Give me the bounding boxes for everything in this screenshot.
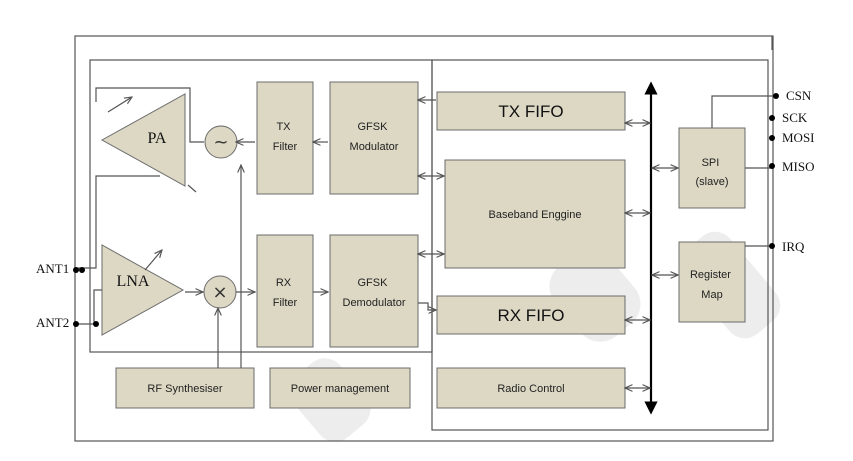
rx-filter-label-2: Filter — [273, 297, 298, 309]
pin-csn: CSN — [786, 88, 812, 103]
spi-block: SPI (slave) — [678, 127, 746, 209]
gfsk-modulator-label-2: Modulator — [350, 141, 399, 153]
pin-ant1: ANT1 — [36, 261, 69, 276]
pin-irq: IRQ — [782, 239, 805, 254]
mixer-block: × — [203, 275, 237, 309]
register-map-label-1: Register — [690, 269, 731, 281]
mixer-symbol: × — [212, 282, 227, 303]
svg-text:GFSK Modulator: GFSK Modulator — [350, 121, 399, 153]
tx-filter-label-1: TX — [276, 121, 291, 133]
rx-filter-block: RX Filter — [256, 234, 314, 348]
spi-label-1: SPI — [702, 157, 720, 169]
tx-filter-label-2: Filter — [273, 141, 298, 153]
lna-label: LNA — [117, 273, 150, 290]
rx-fifo-label: RX FIFO — [497, 306, 564, 325]
tx-fifo-label: TX FIFO — [498, 102, 563, 121]
pin-dots — [73, 93, 779, 327]
pin-sck: SCK — [782, 110, 808, 125]
digital-section-frame — [431, 59, 769, 431]
rf-synthesiser-block: RF Synthesiser — [115, 367, 255, 409]
baseband-engine-label: Baseband Enggine — [489, 209, 582, 221]
radio-control-label: Radio Control — [497, 383, 564, 395]
power-management-label: Power management — [291, 383, 389, 395]
spi-label-2: (slave) — [695, 176, 728, 188]
rx-fifo-block: RX FIFO — [436, 295, 626, 335]
pin-miso: MISO — [782, 159, 815, 174]
rx-filter-label-1: RX — [276, 277, 292, 289]
signal-wires — [74, 87, 774, 388]
register-map-block: Register Map — [678, 241, 746, 323]
oscillator-symbol: ~ — [213, 132, 228, 153]
pa-block: PA — [100, 93, 197, 193]
chip-outline — [74, 35, 774, 442]
register-map-label-2: Map — [701, 289, 722, 301]
svg-text:SPI (slave): SPI (slave) — [695, 157, 728, 188]
gfsk-demodulator-label-1: GFSK — [357, 277, 388, 289]
power-management-block: Power management — [269, 367, 411, 409]
gfsk-modulator-label-1: GFSK — [357, 121, 388, 133]
gfsk-modulator-block: GFSK Modulator — [329, 81, 419, 195]
baseband-engine-block: Baseband Enggine — [444, 159, 626, 269]
svg-text:Register Map: Register Map — [690, 269, 734, 301]
lna-block: LNA — [101, 244, 185, 336]
pin-ant2: ANT2 — [36, 315, 69, 330]
oscillator-block: ~ — [204, 125, 238, 159]
pin-mosi: MOSI — [782, 130, 815, 145]
tx-filter-block: TX Filter — [256, 81, 314, 195]
rf-synthesiser-label: RF Synthesiser — [147, 383, 223, 395]
pa-label: PA — [148, 130, 167, 147]
gfsk-demodulator-block: GFSK Demodulator — [329, 234, 419, 348]
svg-text:GFSK Demodulator: GFSK Demodulator — [343, 277, 406, 309]
svg-text:RX Filter: RX Filter — [273, 277, 298, 309]
gfsk-demodulator-label-2: Demodulator — [343, 297, 406, 309]
radio-control-block: Radio Control — [436, 367, 626, 409]
svg-text:TX Filter: TX Filter — [273, 121, 298, 153]
tx-fifo-block: TX FIFO — [436, 91, 626, 131]
